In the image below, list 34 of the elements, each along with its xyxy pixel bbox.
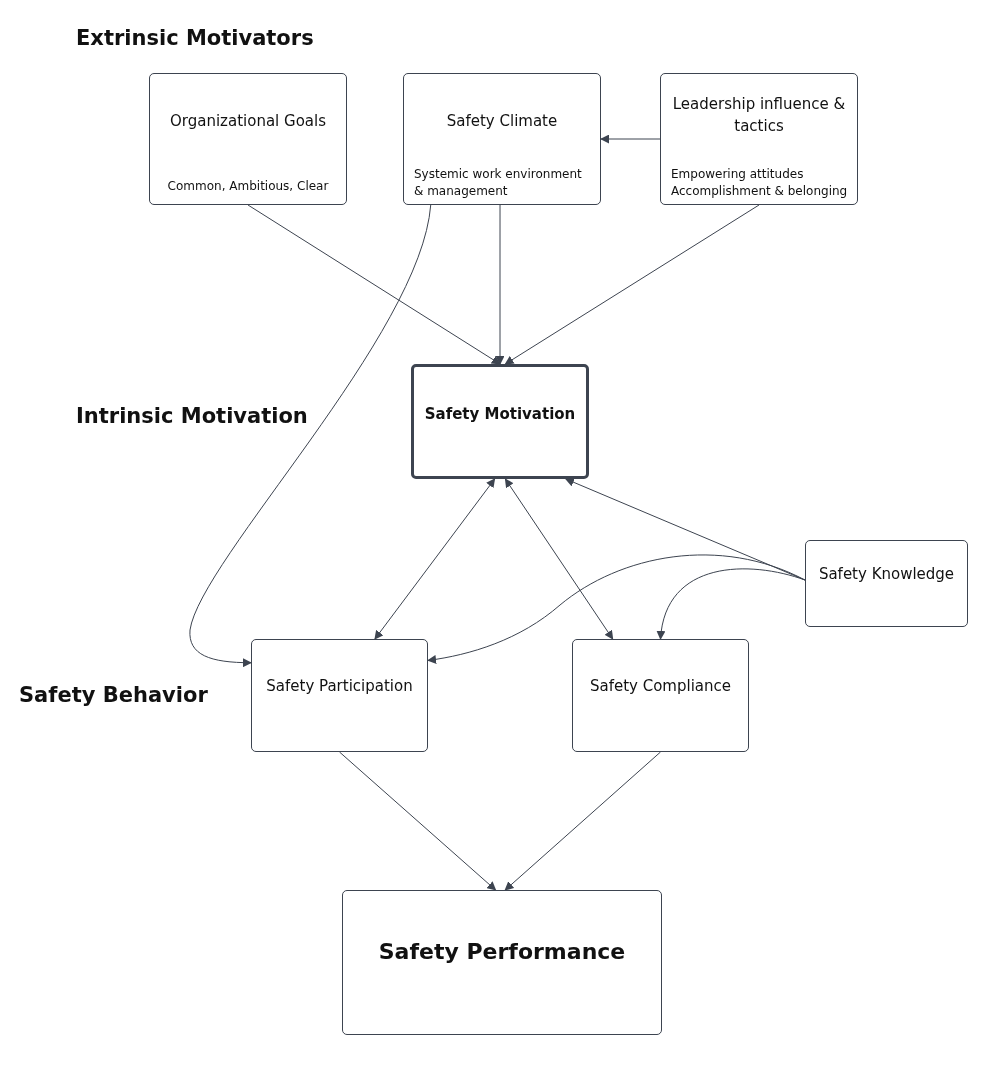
box-description: Common, Ambitious, Clear <box>166 178 330 195</box>
box-title: Safety Performance <box>377 937 627 966</box>
arrow <box>657 568 806 640</box>
box-title: Safety Motivation <box>423 403 577 425</box>
box-title: Leadership influence & tactics <box>671 94 847 137</box>
box-title: Organizational Goals <box>169 110 327 132</box>
arrow <box>504 751 661 891</box>
section-heading: Safety Behavior <box>19 683 208 707</box>
section-heading: Extrinsic Motivators <box>76 26 314 50</box>
box-title: Safety Compliance <box>588 675 732 697</box>
highlighted-box <box>411 364 589 479</box>
process-box <box>251 639 428 752</box>
box-description: Accomplishment & belonging <box>671 183 849 200</box>
arrow <box>495 204 505 365</box>
process-box <box>805 540 968 627</box>
process-box <box>149 73 347 205</box>
process-box <box>572 639 749 752</box>
section-heading: Intrinsic Motivation <box>76 404 308 428</box>
arrow <box>427 554 806 664</box>
box-title: Safety Participation <box>265 675 414 697</box>
process-box <box>403 73 601 205</box>
arrow <box>247 204 501 365</box>
box-description: Systemic work environment & management <box>414 166 583 200</box>
arrow <box>189 204 432 668</box>
arrow <box>339 751 497 891</box>
arrow <box>504 478 614 640</box>
box-title: Safety Climate <box>445 110 559 132</box>
arrow <box>504 204 760 365</box>
arrow <box>374 478 496 640</box>
process-box <box>660 73 858 205</box>
box-title: Safety Knowledge <box>817 563 956 585</box>
box-description: Empowering attitudes <box>671 166 805 183</box>
arrow <box>600 134 661 144</box>
process-box <box>342 890 662 1035</box>
